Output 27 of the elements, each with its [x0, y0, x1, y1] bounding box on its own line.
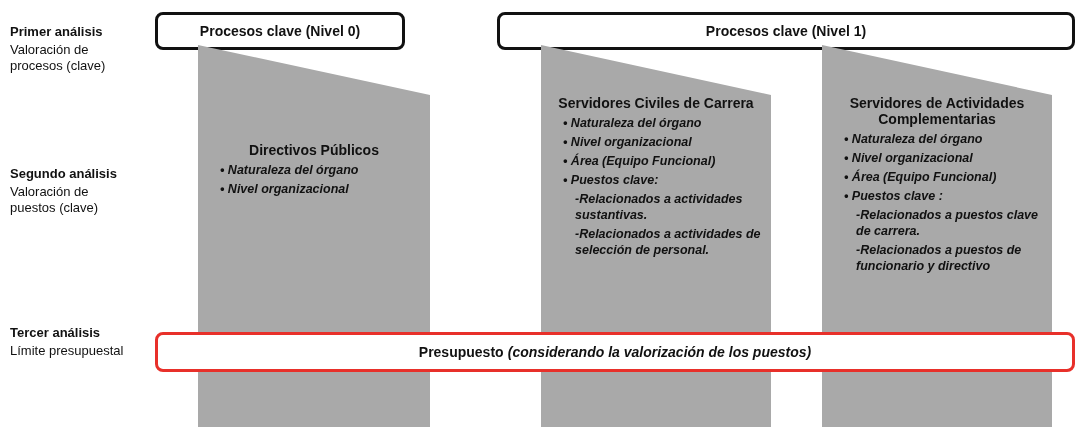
budget-text: Presupuesto: [418, 344, 504, 360]
sub-item-text: -Relacionados a puestos clave de carrera.: [856, 207, 1039, 239]
row-description: Valoración de procesos (clave): [10, 42, 107, 74]
process-box: Procesos clave (Nivel 1): [497, 12, 1075, 50]
bullet-item: • Nivel organizacional: [844, 150, 974, 166]
banner-heading: Directivos Públicos: [248, 142, 380, 158]
bullet-item: • Naturaleza del órgano: [563, 115, 703, 131]
row-description: Valoración de puestos (clave): [10, 184, 100, 216]
banner-heading: Servidores de Actividades Complementarias: [848, 95, 1026, 127]
sub-item-text: -Relacionados a actividades de selección de personal.: [575, 226, 762, 258]
row-heading: Segundo análisis: [10, 166, 118, 182]
sub-item-text: -Relacionados a actividades sustantivas.: [575, 191, 744, 223]
bullet-item: • Puestos clave :: [844, 188, 944, 204]
sub-item-text: -Relacionados a puestos de funcionario y directivo: [856, 242, 1023, 274]
process-box: Procesos clave (Nivel 0): [155, 12, 405, 50]
bullet-item: • Naturaleza del órgano: [844, 131, 984, 147]
bullet-item: • Área (Equipo Funcional): [563, 153, 717, 169]
bullet-item: • Nivel organizacional: [220, 181, 350, 197]
banner-heading: Servidores Civiles de Carrera: [557, 95, 755, 111]
bullet-item: • Nivel organizacional: [563, 134, 693, 150]
row-heading: Primer análisis: [10, 24, 104, 40]
bullet-item: • Naturaleza del órgano: [220, 162, 360, 178]
bullet-item: • Área (Equipo Funcional): [844, 169, 998, 185]
bullet-item: • Puestos clave:: [563, 172, 660, 188]
budget-text: (considerando la valorización de los puestos): [507, 344, 812, 360]
row-heading: Tercer análisis: [10, 325, 102, 341]
row-description: Límite presupuestal: [10, 343, 125, 359]
